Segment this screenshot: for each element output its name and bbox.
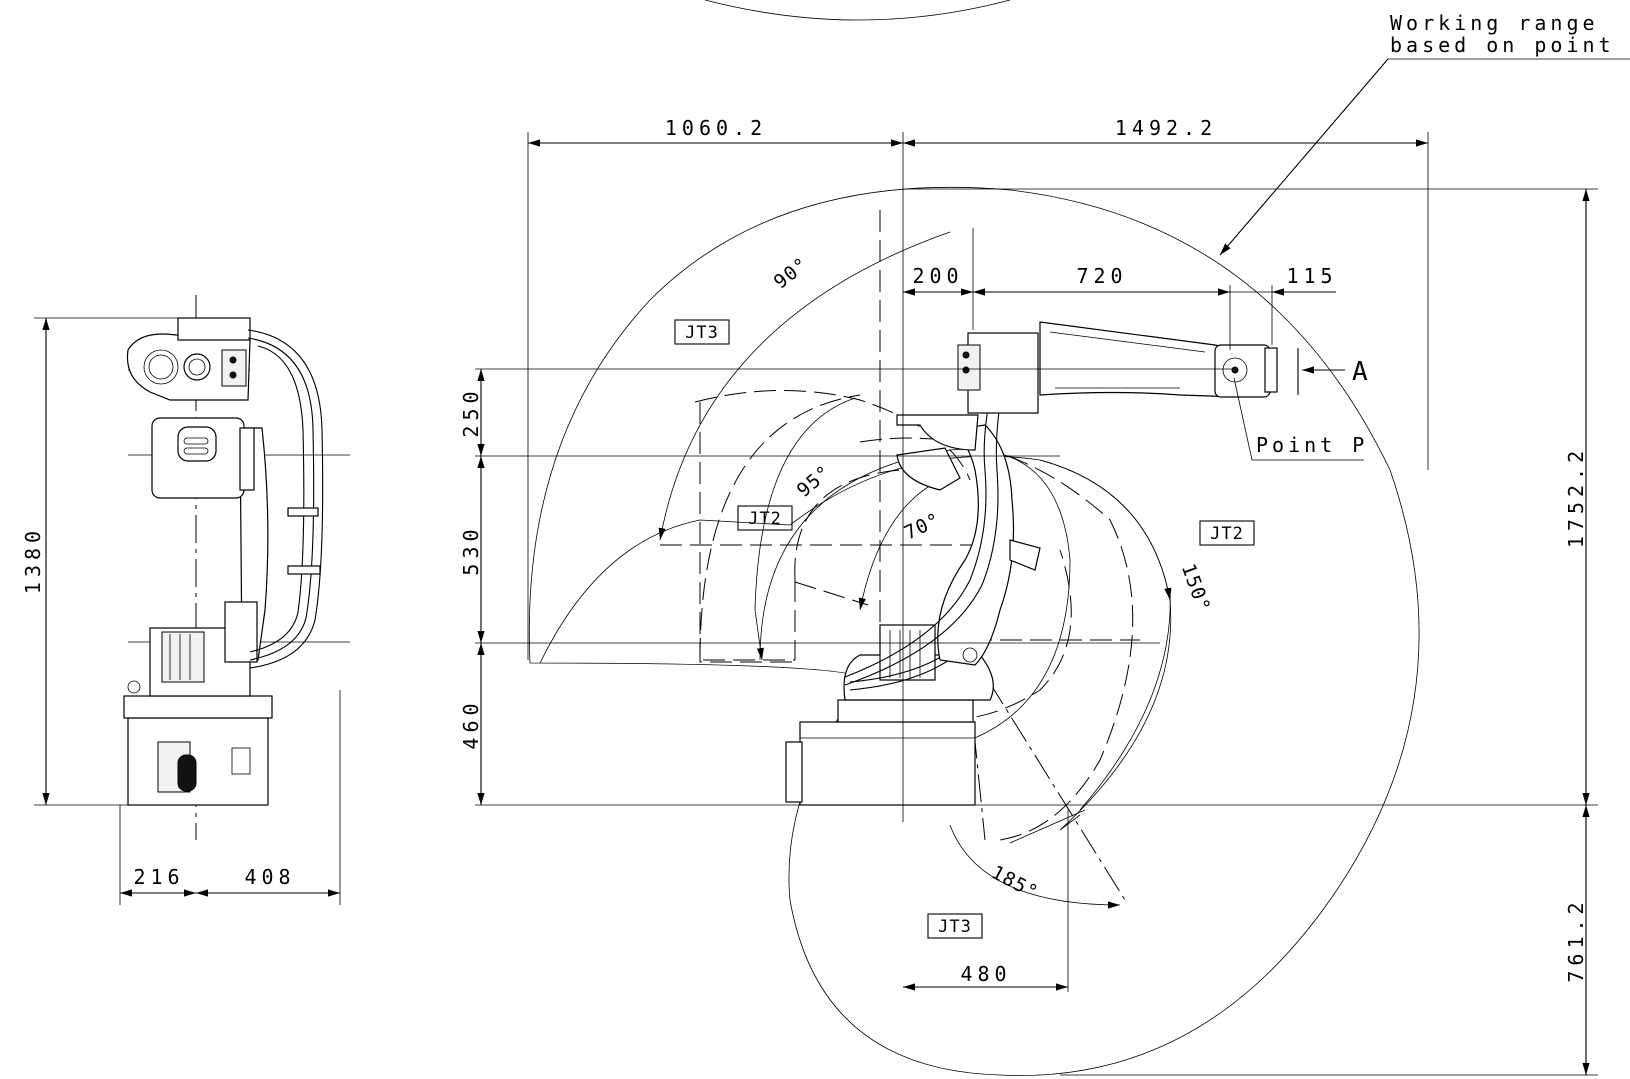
dim-offset-200: 200 — [912, 264, 963, 288]
side-base — [127, 717, 269, 806]
jt2-left-box — [737, 505, 793, 531]
dim-total-up: 1752.2 — [1564, 446, 1588, 548]
main-base — [799, 721, 976, 806]
jt3-lower-tag: JT3 — [938, 917, 972, 937]
side-width-left-dim: 216 — [133, 865, 184, 889]
jt2-left-tag: JT2 — [748, 509, 782, 529]
side-height-dim: 1380 — [21, 526, 45, 594]
dim-height-460: 460 — [459, 698, 483, 749]
jt3-upper-tag: JT3 — [685, 323, 719, 343]
jt2-right-tag: JT2 — [1210, 524, 1244, 544]
dim-height-250: 250 — [459, 386, 483, 437]
main-dimensions — [475, 58, 1630, 1076]
dim-height-530: 530 — [459, 524, 483, 575]
jt2-right-box — [1199, 520, 1255, 546]
angle-jt3-up: 90° — [770, 253, 813, 293]
side-width-right-dim: 408 — [244, 865, 295, 889]
jt3-lower-box — [927, 913, 983, 939]
dim-base-480: 480 — [960, 962, 1011, 986]
working-range — [528, 186, 1420, 1076]
angle-jt3-down: 185° — [988, 861, 1042, 904]
side-view — [34, 295, 350, 905]
dim-arm-720: 720 — [1076, 264, 1127, 288]
dim-front-reach: 1492.2 — [1115, 116, 1217, 140]
angle-jt2-back: 95° — [793, 461, 836, 502]
dim-wrist-115: 115 — [1286, 264, 1337, 288]
view-arrow-label: A — [1352, 357, 1368, 387]
angle-jt2-inner: 70° — [901, 509, 944, 545]
robot-main — [785, 321, 1278, 806]
dim-rear-reach: 1060.2 — [665, 116, 767, 140]
dim-total-down: 761.2 — [1564, 897, 1588, 982]
point-p-label: Point P — [1256, 433, 1368, 457]
jt3-upper-box — [674, 319, 730, 345]
main-lower-arm — [937, 424, 1015, 666]
angle-jt2-front: 150° — [1177, 561, 1215, 615]
top-arc — [704, 0, 1011, 21]
working-range-line1: Working range — [1390, 11, 1599, 35]
working-range-line2: based on point P — [1390, 33, 1630, 57]
